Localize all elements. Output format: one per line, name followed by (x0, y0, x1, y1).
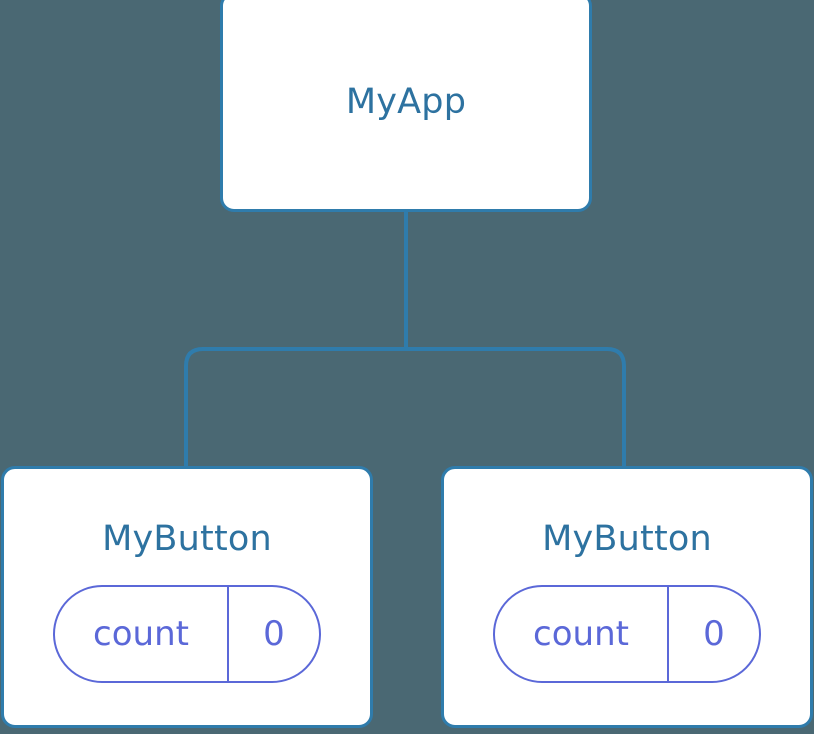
node-myapp-label: MyApp (345, 81, 467, 122)
node-mybutton-2-label: MyButton (542, 519, 712, 559)
edge-split-to-child-2 (406, 347, 626, 470)
state-pill-key-2: count (495, 587, 669, 681)
state-pill-count-2[interactable]: count 0 (493, 585, 761, 683)
state-pill-count-1[interactable]: count 0 (53, 585, 321, 683)
node-myapp[interactable]: MyApp (220, 0, 592, 212)
state-pill-value-1: 0 (263, 614, 285, 654)
node-mybutton-1-label: MyButton (102, 519, 272, 559)
node-mybutton-1[interactable]: MyButton count 0 (1, 466, 373, 728)
edge-split-to-child-1 (184, 347, 406, 470)
state-pill-key-1: count (55, 587, 229, 681)
node-mybutton-2[interactable]: MyButton count 0 (441, 466, 813, 728)
state-pill-value-2: 0 (703, 614, 725, 654)
